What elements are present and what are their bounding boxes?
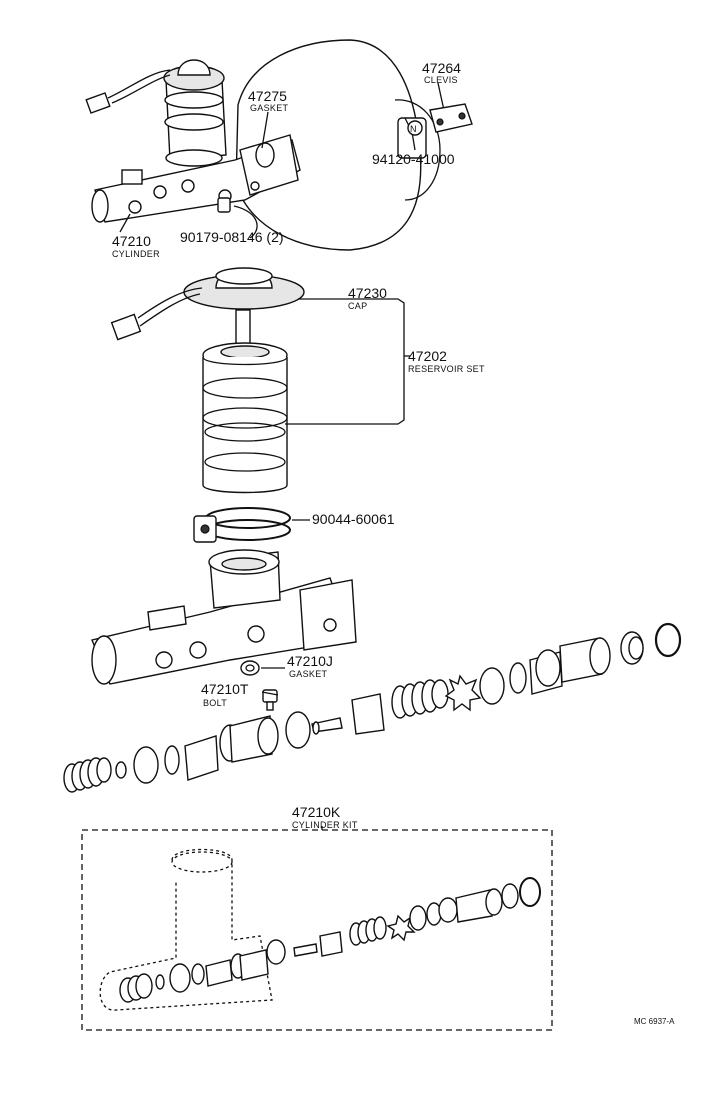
part-number-47264: 47264 <box>422 60 461 76</box>
label-47210: 47210 CYLINDER <box>112 233 160 259</box>
part-number-47210T: 47210T <box>201 681 249 697</box>
part-name-cap: CAP <box>348 301 367 311</box>
cylinder-kit-box <box>81 829 553 1031</box>
label-47264: 47264 CLEVIS <box>422 60 461 85</box>
part-name-gasket-47210J: GASKET <box>289 669 328 679</box>
part-number-47210J: 47210J <box>287 653 333 669</box>
callout-n: N <box>410 124 417 134</box>
label-47275: 47275 GASKET <box>248 88 289 113</box>
part-number-94120-41000: 94120-41000 <box>372 151 455 167</box>
part-number-47210K: 47210K <box>292 804 341 820</box>
part-number-47202: 47202 <box>408 348 447 364</box>
part-number-47230: 47230 <box>348 285 387 301</box>
label-47202: 47202 RESERVOIR SET <box>408 348 485 374</box>
cylinder-kit-parts <box>119 877 541 1003</box>
part-number-90179-08146: 90179-08146 (2) <box>180 229 284 245</box>
part-number-47275: 47275 <box>248 88 287 104</box>
label-47210J: 47210J GASKET <box>287 653 333 679</box>
part-name-bolt: BOLT <box>203 698 227 708</box>
clevis <box>429 103 473 133</box>
part-number-47210: 47210 <box>112 233 151 249</box>
reservoir-cap <box>110 267 305 349</box>
part-name-cylinder-kit: CYLINDER KIT <box>292 820 358 830</box>
diagram-code: MC 6937-A <box>634 1017 675 1026</box>
part-number-90044-60061: 90044-60061 <box>312 511 395 527</box>
part-name-reservoir-set: RESERVOIR SET <box>408 364 485 374</box>
part-name-cylinder: CYLINDER <box>112 249 160 259</box>
internal-parts <box>63 622 682 793</box>
part-name-gasket: GASKET <box>250 103 289 113</box>
cylinder-assembly-top <box>85 59 301 223</box>
label-47210T: 47210T BOLT <box>201 681 249 708</box>
cylinder-kit-outline <box>99 848 273 1011</box>
reservoir-tank <box>202 342 288 494</box>
label-47210K: 47210K CYLINDER KIT <box>292 804 358 830</box>
part-name-clevis: CLEVIS <box>424 75 458 85</box>
label-47230: 47230 CAP <box>348 285 387 311</box>
reservoir-clamp <box>193 507 291 543</box>
cylinder-body <box>91 549 357 685</box>
